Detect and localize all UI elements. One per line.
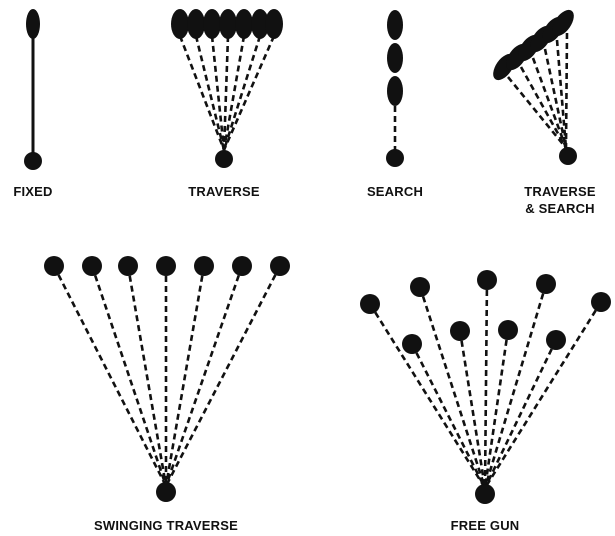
free-gun-impact-dot <box>536 274 556 294</box>
traverse-search-line <box>555 39 568 149</box>
traverse-search-lines <box>506 32 569 149</box>
free-gun-impact-dot <box>477 270 497 290</box>
free-gun-impact-dot <box>450 321 470 341</box>
swinging-traverse-impact-dot <box>44 256 64 276</box>
free-gun-label: FREE GUN <box>451 518 520 533</box>
swinging-traverse-impact-dots <box>44 256 290 276</box>
traverse-search-line <box>531 57 568 149</box>
swinging-traverse-line <box>164 265 206 487</box>
search-gun-dot <box>386 149 404 167</box>
search-impact-ellipse-3 <box>387 76 403 106</box>
swinging-traverse-gun-dot <box>156 482 176 502</box>
free-gun-line <box>483 301 603 489</box>
traverse-search-impact-ellipse <box>552 9 574 37</box>
swinging-traverse-impact-dot <box>270 256 290 276</box>
traverse-line <box>178 35 226 151</box>
traverse-line <box>222 35 230 151</box>
traverse-impact-ellipse <box>251 9 269 39</box>
free-gun-impact-dot <box>360 294 380 314</box>
traverse-impact-ellipses <box>171 9 283 39</box>
search-impact-ellipse-1 <box>387 10 403 40</box>
free-gun-impact-dots <box>360 270 611 354</box>
traverse-line <box>222 35 276 151</box>
free-gun-line <box>483 339 558 489</box>
free-gun-lines <box>368 279 603 489</box>
swinging-traverse-line <box>126 265 168 487</box>
traverse-impact-ellipse <box>171 9 189 39</box>
free-gun-line <box>483 279 489 489</box>
traverse-diagram: TRAVERSE <box>171 9 283 199</box>
swinging-traverse-impact-dot <box>82 256 102 276</box>
free-gun-line <box>418 286 487 489</box>
swinging-traverse-line <box>52 265 168 487</box>
free-gun-impact-dot <box>591 292 611 312</box>
search-label: SEARCH <box>367 184 423 199</box>
free-gun-line <box>458 330 487 489</box>
traverse-lines <box>178 35 276 151</box>
traverse-search-line <box>564 32 569 149</box>
traverse-search-label-line1: TRAVERSE <box>524 184 596 199</box>
fixed-label: FIXED <box>13 184 52 199</box>
swinging-traverse-line <box>164 265 244 487</box>
swinging-traverse-impact-dot <box>232 256 252 276</box>
free-gun-gun-dot <box>475 484 495 504</box>
swinging-traverse-label: SWINGING TRAVERSE <box>94 518 238 533</box>
search-diagram: SEARCH <box>367 10 423 199</box>
swinging-traverse-line <box>90 265 168 487</box>
free-gun-diagram: FREE GUN <box>360 270 611 533</box>
traverse-search-diagram: TRAVERSE & SEARCH <box>493 9 596 216</box>
fixed-gun-dot <box>24 152 42 170</box>
traverse-search-line <box>543 48 568 149</box>
traverse-impact-ellipse <box>235 9 253 39</box>
swinging-traverse-line <box>164 265 282 487</box>
search-impact-ellipse-2 <box>387 43 403 73</box>
swinging-traverse-diagram: SWINGING TRAVERSE <box>44 256 290 533</box>
traverse-impact-ellipse <box>265 9 283 39</box>
free-gun-line <box>410 343 487 489</box>
free-gun-impact-dot <box>546 330 566 350</box>
traverse-search-line <box>519 66 568 149</box>
traverse-impact-ellipse <box>203 9 221 39</box>
traverse-line <box>194 35 226 151</box>
swinging-traverse-impact-dot <box>194 256 214 276</box>
traverse-search-label-line2: & SEARCH <box>525 201 595 216</box>
traverse-line <box>222 35 262 151</box>
traverse-line <box>210 35 226 151</box>
free-gun-impact-dot <box>402 334 422 354</box>
free-gun-line <box>483 329 510 489</box>
fixed-diagram: FIXED <box>13 9 52 199</box>
traverse-label: TRAVERSE <box>188 184 260 199</box>
traverse-gun-dot <box>215 150 233 168</box>
free-gun-impact-dot <box>498 320 518 340</box>
traverse-search-line <box>506 76 568 149</box>
free-gun-line <box>368 303 487 489</box>
swinging-traverse-lines <box>52 265 282 487</box>
free-gun-line <box>483 283 548 489</box>
swinging-traverse-impact-dot <box>118 256 138 276</box>
traverse-impact-ellipse <box>219 9 237 39</box>
traverse-search-gun-dot <box>559 147 577 165</box>
free-gun-impact-dot <box>410 277 430 297</box>
fixed-impact-ellipse <box>26 9 40 39</box>
swinging-traverse-impact-dot <box>156 256 176 276</box>
traverse-impact-ellipse <box>187 9 205 39</box>
traverse-search-impact-ellipses <box>493 9 574 81</box>
